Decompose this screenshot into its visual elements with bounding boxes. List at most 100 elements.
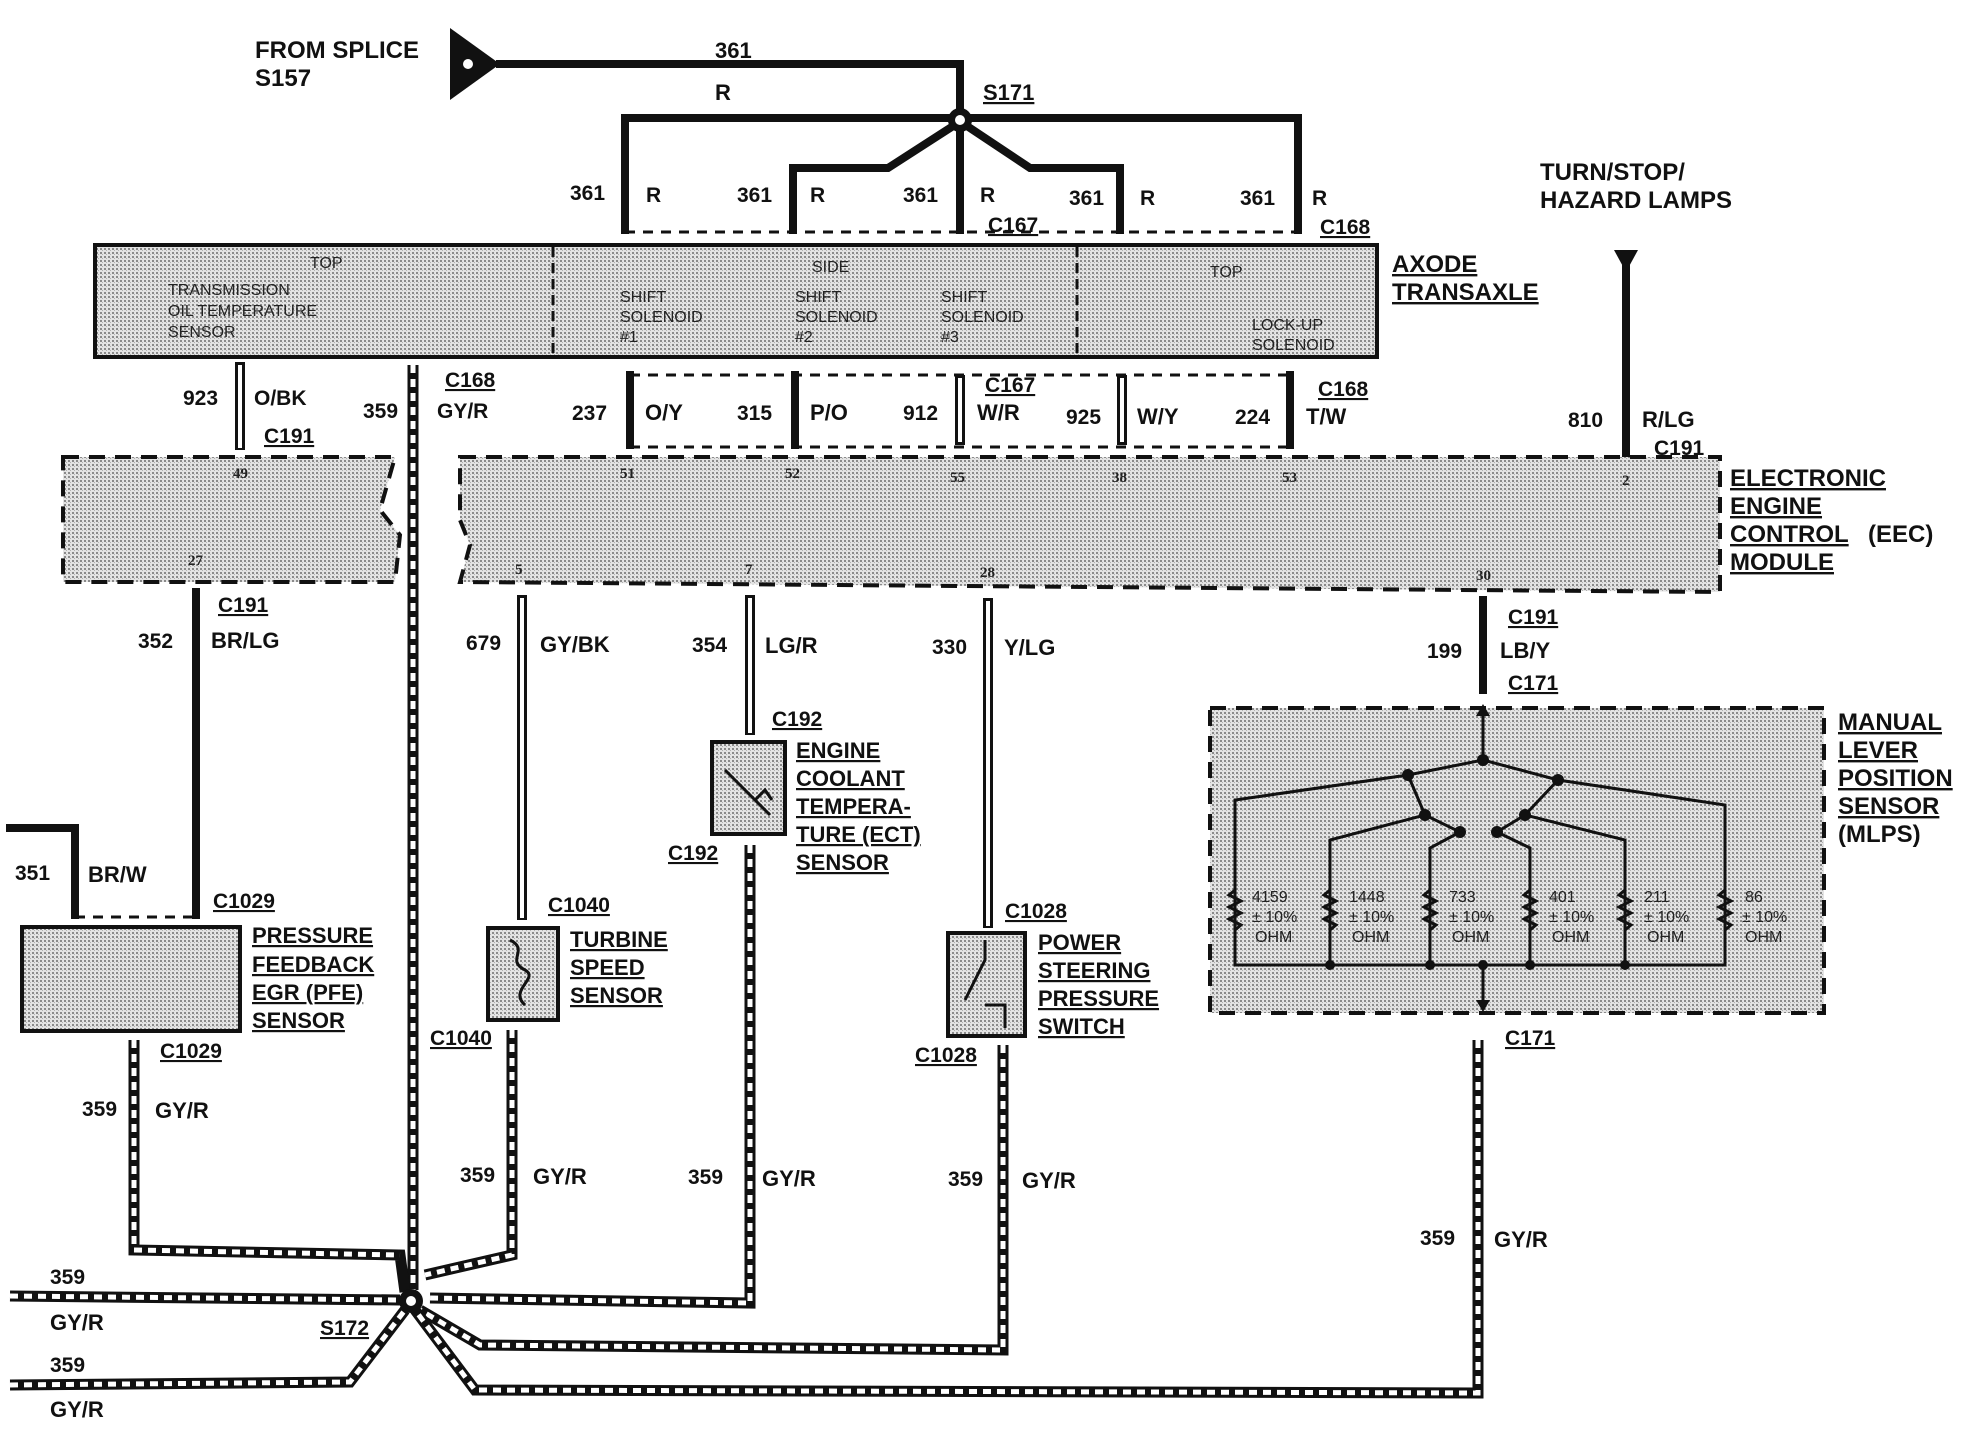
svg-text:MODULE: MODULE <box>1730 549 1834 576</box>
svg-text:237: 237 <box>572 402 607 425</box>
svg-text:7: 7 <box>745 562 753 578</box>
svg-text:C1028: C1028 <box>1005 900 1067 923</box>
svg-text:SENSOR: SENSOR <box>1838 793 1939 820</box>
svg-text:361: 361 <box>903 184 938 207</box>
svg-text:OHM: OHM <box>1255 929 1292 946</box>
svg-text:27: 27 <box>188 553 204 569</box>
svg-text:C1040: C1040 <box>430 1027 492 1050</box>
svg-text:POWER: POWER <box>1038 930 1121 955</box>
svg-text:C1029: C1029 <box>160 1040 222 1063</box>
svg-text:R: R <box>715 80 731 105</box>
svg-text:C168: C168 <box>445 369 496 392</box>
mlps-sensor: 4159 ± 10% OHM 1448 ± 10% OHM 733 ± 10% … <box>1208 704 1953 1050</box>
svg-text:PRESSURE: PRESSURE <box>1038 986 1159 1011</box>
svg-text:BR/W: BR/W <box>88 862 147 887</box>
svg-text:P/O: P/O <box>810 400 848 425</box>
svg-text:GY/R: GY/R <box>155 1098 209 1123</box>
svg-text:OHM: OHM <box>1552 929 1589 946</box>
source-id: S157 <box>255 65 311 92</box>
lower-wires: C191 352 BR/LG 351 BR/W 679 GY/BK 354 LG… <box>6 588 1559 928</box>
svg-text:SWITCH: SWITCH <box>1038 1014 1125 1039</box>
svg-text:#3: #3 <box>941 329 959 346</box>
svg-text:R: R <box>646 184 661 207</box>
svg-text:SENSOR: SENSOR <box>168 324 236 341</box>
svg-text:GY/R: GY/R <box>437 400 488 423</box>
source-label: FROM SPLICE <box>255 37 419 64</box>
svg-text:ELECTRONIC: ELECTRONIC <box>1730 465 1886 492</box>
svg-text:OHM: OHM <box>1352 929 1389 946</box>
svg-text:354: 354 <box>692 634 727 657</box>
svg-text:± 10%: ± 10% <box>1449 909 1494 926</box>
svg-text:86: 86 <box>1745 889 1763 906</box>
svg-text:199: 199 <box>1427 640 1462 663</box>
svg-text:49: 49 <box>233 466 248 482</box>
thermistor-icon <box>723 768 774 817</box>
svg-text:925: 925 <box>1066 406 1101 429</box>
svg-text:923: 923 <box>183 387 218 410</box>
svg-text:C1029: C1029 <box>213 890 275 913</box>
svg-text:TOP: TOP <box>310 255 343 272</box>
svg-text:224: 224 <box>1235 406 1270 429</box>
svg-text:361: 361 <box>715 38 752 63</box>
svg-text:679: 679 <box>466 632 501 655</box>
svg-text:912: 912 <box>903 402 938 425</box>
source-feed: FROM SPLICE S157 361 R S171 <box>255 28 1034 124</box>
svg-text:C1028: C1028 <box>915 1044 977 1067</box>
svg-text:COOLANT: COOLANT <box>796 766 905 791</box>
svg-text:GY/BK: GY/BK <box>540 632 610 657</box>
svg-text:LG/R: LG/R <box>765 633 818 658</box>
pfe-sensor: C1029 PRESSURE FEEDBACK EGR (PFE) SENSOR… <box>20 890 374 1063</box>
transaxle-box: TOP TRANSMISSION OIL TEMPERATURE SENSOR … <box>93 243 1539 359</box>
svg-text:W/R: W/R <box>977 400 1020 425</box>
svg-text:C191: C191 <box>1654 437 1705 460</box>
svg-text:R: R <box>1312 187 1327 210</box>
svg-text:C192: C192 <box>668 842 718 865</box>
svg-text:R/LG: R/LG <box>1642 407 1695 432</box>
svg-text:53: 53 <box>1282 470 1297 486</box>
resistor-icon <box>1225 888 1735 932</box>
svg-text:TURBINE: TURBINE <box>570 927 668 952</box>
svg-text:O/Y: O/Y <box>645 400 683 425</box>
svg-text:810: 810 <box>1568 409 1603 432</box>
svg-text:359: 359 <box>363 400 398 423</box>
coil-icon <box>509 938 531 1007</box>
svg-text:T/W: T/W <box>1306 404 1347 429</box>
svg-text:359: 359 <box>82 1098 117 1121</box>
svg-text:SOLENOID: SOLENOID <box>941 309 1024 326</box>
svg-text:2: 2 <box>1622 473 1630 489</box>
svg-text:TEMPERA-: TEMPERA- <box>796 794 911 819</box>
svg-text:STEERING: STEERING <box>1038 958 1150 983</box>
svg-text:SOLENOID: SOLENOID <box>620 309 703 326</box>
svg-text:LB/Y: LB/Y <box>1500 638 1550 663</box>
svg-text:SOLENOID: SOLENOID <box>795 309 878 326</box>
svg-text:361: 361 <box>1240 187 1275 210</box>
svg-text:GY/R: GY/R <box>1022 1168 1076 1193</box>
splice-s171: S171 <box>983 80 1034 105</box>
svg-text:361: 361 <box>1069 187 1104 210</box>
svg-text:52: 52 <box>785 466 800 482</box>
svg-text:POSITION: POSITION <box>1838 765 1953 792</box>
svg-text:GY/R: GY/R <box>762 1166 816 1191</box>
svg-text:BR/LG: BR/LG <box>211 628 279 653</box>
svg-text:(EEC): (EEC) <box>1868 521 1933 548</box>
svg-text:TURE (ECT): TURE (ECT) <box>796 822 921 847</box>
svg-text:C167: C167 <box>988 214 1038 237</box>
svg-text:SENSOR: SENSOR <box>252 1008 345 1033</box>
svg-text:C191: C191 <box>264 425 315 448</box>
svg-text:4159: 4159 <box>1252 889 1288 906</box>
svg-text:R: R <box>1140 187 1155 210</box>
svg-text:733: 733 <box>1449 889 1476 906</box>
svg-text:C171: C171 <box>1505 1027 1556 1050</box>
svg-text:SPEED: SPEED <box>570 955 645 980</box>
svg-text:R: R <box>810 184 825 207</box>
svg-text:OIL TEMPERATURE: OIL TEMPERATURE <box>168 303 317 320</box>
svg-text:TOP: TOP <box>1210 264 1243 281</box>
svg-text:C1040: C1040 <box>548 894 610 917</box>
svg-text:± 10%: ± 10% <box>1742 909 1787 926</box>
svg-text:ENGINE: ENGINE <box>796 738 880 763</box>
arrow-down-icon <box>1614 250 1638 272</box>
svg-text:361: 361 <box>570 182 605 205</box>
splice-s171-branches: 361 R 361 R 361 R C167 361 R 361 R C168 <box>570 108 1371 239</box>
svg-text:315: 315 <box>737 402 772 425</box>
svg-text:55: 55 <box>950 470 965 486</box>
